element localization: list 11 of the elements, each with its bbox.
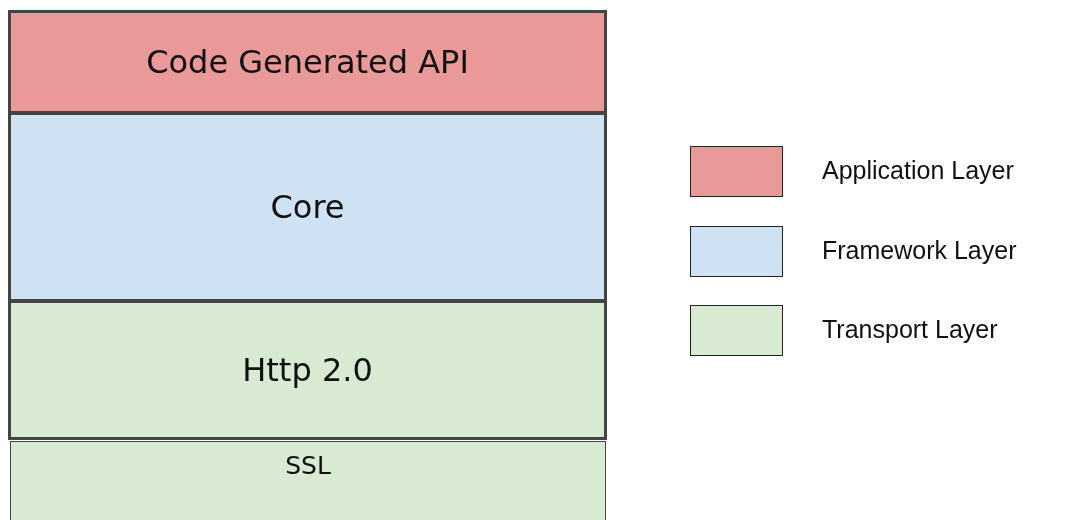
- layer-box: [10, 441, 606, 520]
- layer-box: [8, 112, 607, 302]
- legend-label: Transport Layer: [822, 315, 998, 344]
- legend-label: Application Layer: [822, 156, 1014, 185]
- layer-label: Code Generated API: [146, 43, 469, 81]
- layer-label: Http 2.0: [242, 351, 373, 389]
- legend-label: Framework Layer: [822, 235, 1017, 265]
- layer-box: [8, 300, 607, 440]
- layer-box: [8, 10, 607, 114]
- layer-label: SSL: [285, 450, 331, 480]
- layer-label: Core: [270, 188, 345, 226]
